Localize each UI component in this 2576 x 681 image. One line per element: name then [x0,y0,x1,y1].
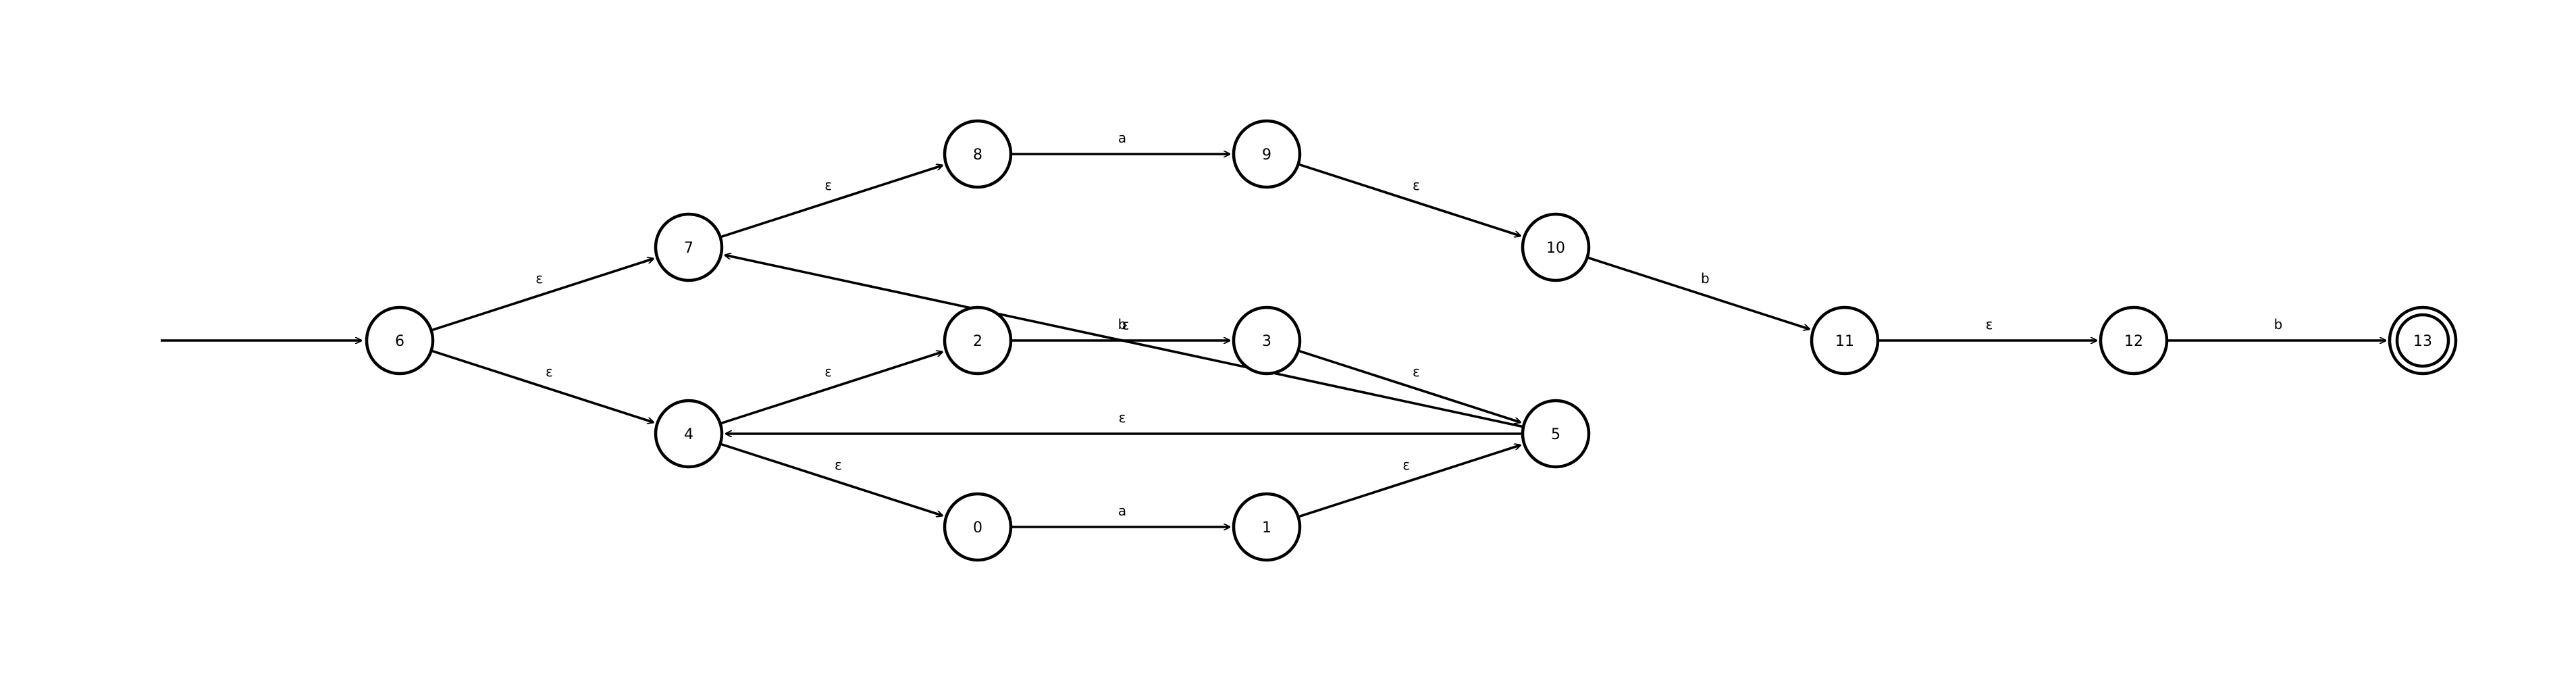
state-node-6: 6 [365,305,435,376]
state-node-12: 12 [2099,305,2169,376]
state-label: 9 [1262,147,1271,163]
transition-label-8-to-9: a [1118,130,1126,146]
transition-6-to-4 [431,349,654,422]
state-label: 2 [973,333,982,350]
transition-label-6-to-7: ε [535,270,543,286]
state-label: 0 [973,520,982,536]
state-node-8: 8 [943,119,1013,189]
transitions-layer [161,154,2386,527]
state-node-13: 13 [2388,305,2458,376]
transition-6-to-7 [431,259,654,332]
state-label: 7 [684,240,693,257]
transition-4-to-2 [720,352,943,425]
state-label: 6 [395,333,404,350]
transition-5-to-7 [725,255,1524,428]
state-circle [1810,305,1880,376]
state-node-4: 4 [654,399,724,469]
state-node-11: 11 [1810,305,1880,376]
transition-label-4-to-2: ε [824,363,832,380]
state-label: 12 [2124,333,2143,350]
state-circle [1232,492,1302,562]
state-node-7: 7 [654,212,724,282]
state-circle [1521,399,1591,469]
state-label: 11 [1835,333,1854,350]
transition-label-10-to-11: b [1701,270,1710,286]
transition-label-7-to-8: ε [824,177,832,193]
transition-1-to-5 [1298,445,1521,518]
transition-label-9-to-10: ε [1413,177,1420,193]
state-node-9: 9 [1232,119,1302,189]
state-label: 4 [684,426,693,443]
state-circle [2388,305,2458,376]
state-node-0: 0 [943,492,1013,562]
state-circle [943,305,1013,376]
transition-label-1-to-5: ε [1402,457,1410,473]
transition-7-to-8 [720,166,943,238]
state-node-1: 1 [1232,492,1302,562]
transition-label-2-to-3: b [1118,316,1127,332]
state-label: 5 [1551,426,1560,443]
state-node-10: 10 [1521,212,1591,282]
state-circle [365,305,435,376]
state-node-2: 2 [943,305,1013,376]
accept-ring [2395,313,2450,368]
state-label: 13 [2413,333,2432,350]
transition-label-3-to-5: ε [1413,363,1420,380]
state-node-3: 3 [1232,305,1302,376]
transition-label-6-to-4: ε [546,363,553,380]
state-circle [943,119,1013,189]
state-node-5: 5 [1521,399,1591,469]
state-circle [1232,119,1302,189]
transition-label-4-to-0: ε [835,457,842,473]
transition-label-5-to-4: ε [1119,409,1126,426]
transition-label-11-to-12: ε [1986,316,1993,332]
transition-label-12-to-13: b [2274,316,2283,332]
transition-label-5-to-7: ε [1122,317,1130,333]
transition-4-to-0 [720,443,943,515]
state-circle [2099,305,2169,376]
state-circle [1521,212,1591,282]
state-label: 8 [973,147,982,163]
transition-9-to-10 [1298,163,1521,236]
transition-label-0-to-1: a [1118,503,1126,519]
state-label: 10 [1546,240,1565,257]
state-circle [943,492,1013,562]
state-circle [654,212,724,282]
state-label: 3 [1262,333,1271,350]
state-circle [654,399,724,469]
state-circle [1232,305,1302,376]
state-label: 1 [1262,520,1271,536]
transition-3-to-5 [1298,349,1521,422]
transition-10-to-11 [1587,256,1810,329]
